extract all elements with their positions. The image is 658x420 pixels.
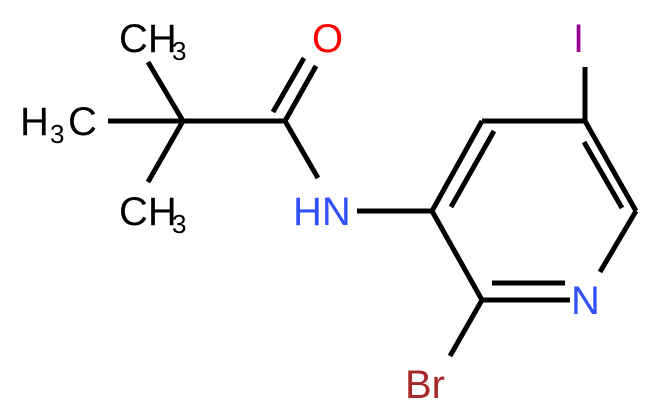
bond-carbonyl-nitrogen: [282, 119, 321, 180]
atom-methyl-bottom: CH: [119, 190, 177, 234]
bonds: [108, 56, 639, 358]
bond-carbonyl-oxygen-2: [270, 56, 307, 114]
bond-c3-c4: [429, 119, 485, 213]
bond-c5-c6: [582, 119, 639, 213]
bond-carbonyl-oxygen-1: [282, 64, 319, 123]
bond-cq-methyl-bottom: [145, 119, 186, 184]
atom-methyl-left-h: H: [20, 100, 49, 144]
atom-methyl-top-subscript: 3: [172, 36, 186, 66]
atom-methyl-bottom-subscript: 3: [172, 209, 186, 239]
atom-amide-nh: HN: [293, 190, 351, 234]
bond-c2-bromine: [447, 298, 485, 358]
atom-iodine: I: [573, 17, 584, 61]
atom-methyl-left-subscript: 3: [50, 119, 64, 149]
atom-ring-nitrogen: N: [571, 279, 600, 323]
atom-methyl-left-c: C: [68, 100, 97, 144]
atom-oxygen: O: [312, 17, 343, 61]
atom-bromine: Br: [405, 363, 445, 407]
bond-c6-n1: [597, 209, 639, 274]
bond-c2-c3: [429, 209, 485, 302]
bond-c5-c6-inner: [581, 140, 625, 210]
atom-methyl-top: CH: [119, 17, 177, 61]
bond-c3-c4-inner: [448, 129, 497, 209]
bond-cq-methyl-top: [145, 60, 186, 123]
atom-labels: O HN N I Br CH 3 H 3 C CH 3: [20, 17, 600, 407]
